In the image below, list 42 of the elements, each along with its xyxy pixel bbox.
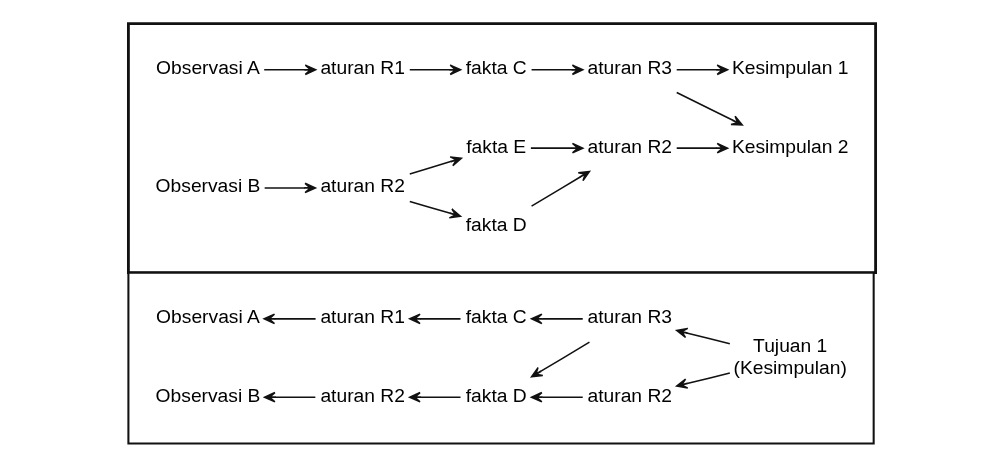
arrow <box>409 156 463 175</box>
cluster <box>127 22 877 275</box>
node-text: aturan R1 <box>320 57 405 79</box>
node-text: Tujuan 1 (Kesimpulan) <box>733 335 847 379</box>
arrow <box>675 64 729 76</box>
node-text: fakta C <box>465 57 527 79</box>
arrow <box>675 372 731 389</box>
node-text: aturan R2 <box>587 135 673 157</box>
node-text: aturan R2 <box>587 384 673 406</box>
node-text: Observasi A <box>156 306 260 328</box>
node-text: aturan R1 <box>320 306 405 328</box>
arrow <box>530 391 584 403</box>
arrow <box>409 313 462 325</box>
arrow <box>263 391 317 403</box>
arrow <box>409 64 462 76</box>
node-text: fakta C <box>465 306 527 328</box>
arrow <box>675 91 744 126</box>
arrow <box>675 142 729 154</box>
node-text: Observasi B <box>155 175 261 197</box>
arrow <box>409 200 462 219</box>
arrow <box>409 391 462 403</box>
node-text: fakta D <box>465 213 527 235</box>
arrow <box>675 327 731 345</box>
arrow <box>530 341 591 378</box>
node-text: aturan R3 <box>587 306 673 328</box>
arrow <box>530 64 584 76</box>
cluster <box>127 271 875 445</box>
node-text: Kesimpulan 2 <box>731 135 849 157</box>
arrow <box>263 313 317 325</box>
node-text: Observasi B <box>155 384 261 406</box>
node-text: aturan R2 <box>320 384 405 406</box>
node-text: Kesimpulan 1 <box>731 57 849 79</box>
arrow <box>530 170 591 207</box>
node-text: aturan R2 <box>320 175 405 197</box>
node-text: fakta E <box>466 135 527 157</box>
arrow <box>530 313 584 325</box>
arrow <box>263 182 317 194</box>
node-text: aturan R3 <box>587 57 673 79</box>
arrow <box>530 142 584 154</box>
node-text: Observasi A <box>156 57 260 79</box>
node-text: fakta D <box>465 384 527 406</box>
arrow <box>263 64 317 76</box>
